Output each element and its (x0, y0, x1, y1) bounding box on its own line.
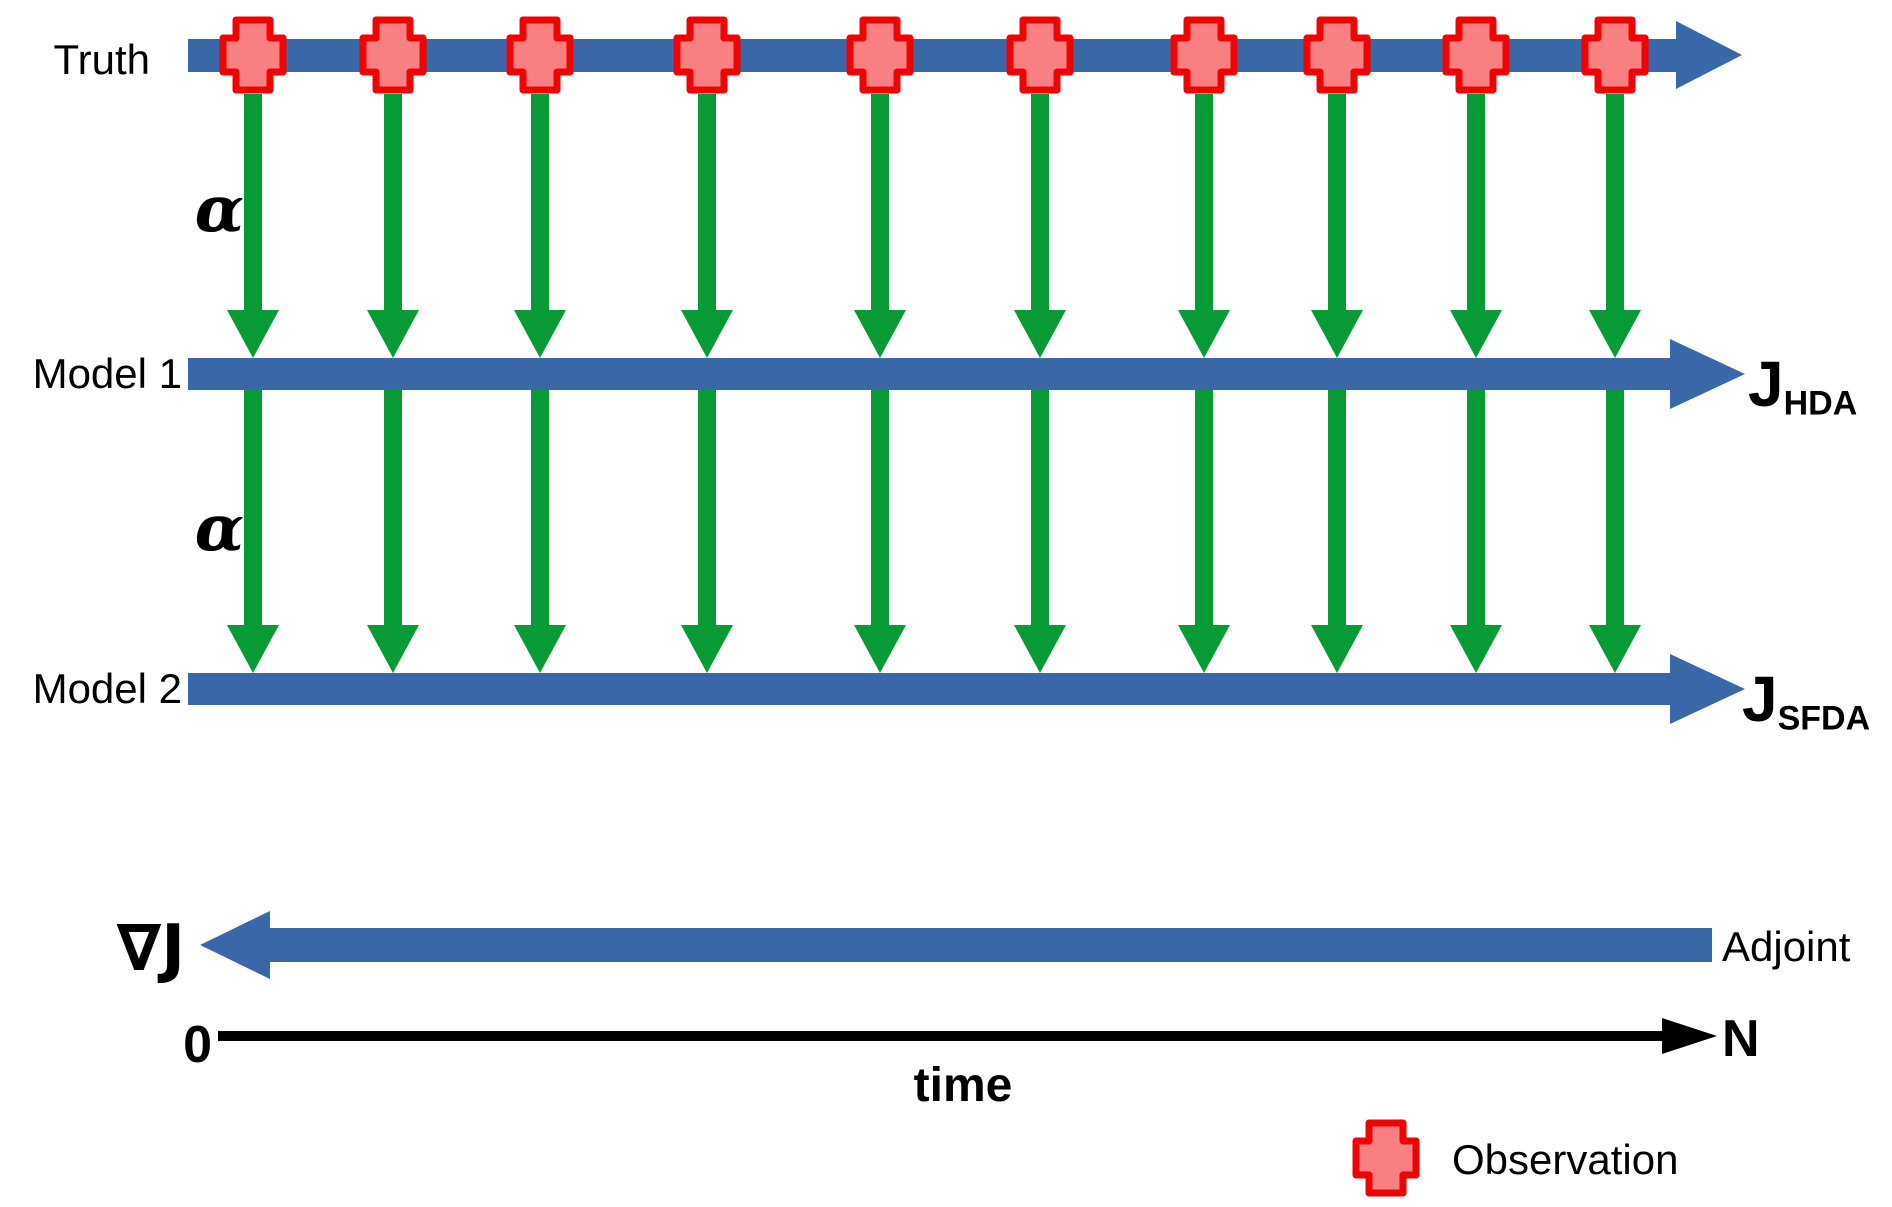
assimilation-arrowhead-icon (514, 625, 566, 673)
model1-cost-main: J (1748, 348, 1784, 420)
time-axis-start-label: 0 (183, 1016, 212, 1074)
assimilation-arrow-shaft (1195, 94, 1213, 310)
model1-cost-function-label: JHDA (1748, 352, 1857, 421)
assimilation-arrowhead-icon (1589, 625, 1641, 673)
observation-marker-icon (1006, 16, 1074, 94)
alpha-coefficient-label-2: α (194, 491, 244, 566)
assimilation-arrowhead-icon (1178, 310, 1230, 358)
assimilation-arrowhead-icon (854, 625, 906, 673)
observation-marker-icon (846, 16, 914, 94)
observation-marker-icon (1303, 16, 1371, 94)
model1-timeline-bar (188, 358, 1670, 390)
assimilation-arrow-shaft (1606, 390, 1624, 625)
assimilation-arrow-shaft (1328, 94, 1346, 310)
assimilation-arrowhead-icon (514, 310, 566, 358)
assimilation-arrowhead-icon (1450, 310, 1502, 358)
assimilation-arrowhead-icon (1311, 625, 1363, 673)
assimilation-arrowhead-icon (227, 310, 279, 358)
assimilation-arrowhead-icon (681, 625, 733, 673)
assimilation-arrowhead-icon (227, 625, 279, 673)
assimilation-arrowhead-icon (1178, 625, 1230, 673)
model2-cost-function-label: JSFDA (1742, 667, 1870, 736)
truth-timeline-label: Truth (53, 36, 150, 83)
assimilation-arrow-shaft (698, 390, 716, 625)
model2-cost-subscript: SFDA (1777, 699, 1871, 738)
time-axis-title: time (913, 1059, 1013, 1112)
model1-cost-subscript: HDA (1783, 384, 1858, 423)
assimilation-arrowhead-icon (367, 625, 419, 673)
truth-timeline-arrowhead-icon (1676, 21, 1742, 89)
model2-timeline-arrowhead-icon (1670, 654, 1745, 724)
assimilation-arrow-shaft (1031, 390, 1049, 625)
model1-timeline-label: Model 1 (32, 350, 182, 397)
observation-marker-icon (1442, 16, 1510, 94)
assimilation-arrowhead-icon (367, 310, 419, 358)
assimilation-arrow-shaft (698, 94, 716, 310)
assimilation-arrow-shaft (1467, 390, 1485, 625)
assimilation-arrowhead-icon (1014, 310, 1066, 358)
assimilation-arrowhead-icon (1014, 625, 1066, 673)
assimilation-arrowhead-icon (681, 310, 733, 358)
observation-marker-icon (359, 16, 427, 94)
truth-timeline-bar (188, 39, 1676, 72)
assimilation-arrowhead-icon (1589, 310, 1641, 358)
model2-timeline-label: Model 2 (32, 665, 182, 712)
assimilation-arrow-shaft (1195, 390, 1213, 625)
time-axis-arrowhead-icon (1662, 1018, 1717, 1054)
assimilation-arrow-shaft (244, 390, 262, 625)
adjoint-arrow-bar (270, 928, 1712, 962)
adjoint-arrowhead-icon (200, 911, 270, 979)
assimilation-arrow-shaft (384, 94, 402, 310)
assimilation-arrow-shaft (871, 390, 889, 625)
observation-marker-icon (219, 16, 287, 94)
assimilation-arrowhead-icon (1311, 310, 1363, 358)
assimilation-arrowhead-icon (854, 310, 906, 358)
observation-marker-icon (1581, 16, 1649, 94)
adjoint-label: Adjoint (1722, 923, 1851, 970)
legend-observation-label: Observation (1452, 1136, 1679, 1183)
legend-observation-marker-icon (1352, 1119, 1420, 1197)
time-axis-end-label: N (1722, 1010, 1760, 1068)
observation-marker-icon (506, 16, 574, 94)
gradient-label: ∇J (116, 912, 185, 986)
assimilation-arrow-shaft (531, 390, 549, 625)
assimilation-arrow-shaft (1606, 94, 1624, 310)
assimilation-arrow-shaft (1467, 94, 1485, 310)
assimilation-arrow-shaft (384, 390, 402, 625)
time-axis-line (218, 1031, 1662, 1041)
assimilation-arrow-shaft (244, 94, 262, 310)
assimilation-arrow-shaft (871, 94, 889, 310)
model1-timeline-arrowhead-icon (1670, 339, 1745, 409)
observation-marker-icon (1170, 16, 1238, 94)
observation-marker-icon (673, 16, 741, 94)
model2-cost-main: J (1742, 663, 1778, 735)
model2-timeline-bar (188, 673, 1670, 705)
assimilation-arrow-shaft (1031, 94, 1049, 310)
assimilation-arrow-shaft (1328, 390, 1346, 625)
assimilation-arrowhead-icon (1450, 625, 1502, 673)
alpha-coefficient-label-1: α (194, 172, 244, 247)
assimilation-arrow-shaft (531, 94, 549, 310)
